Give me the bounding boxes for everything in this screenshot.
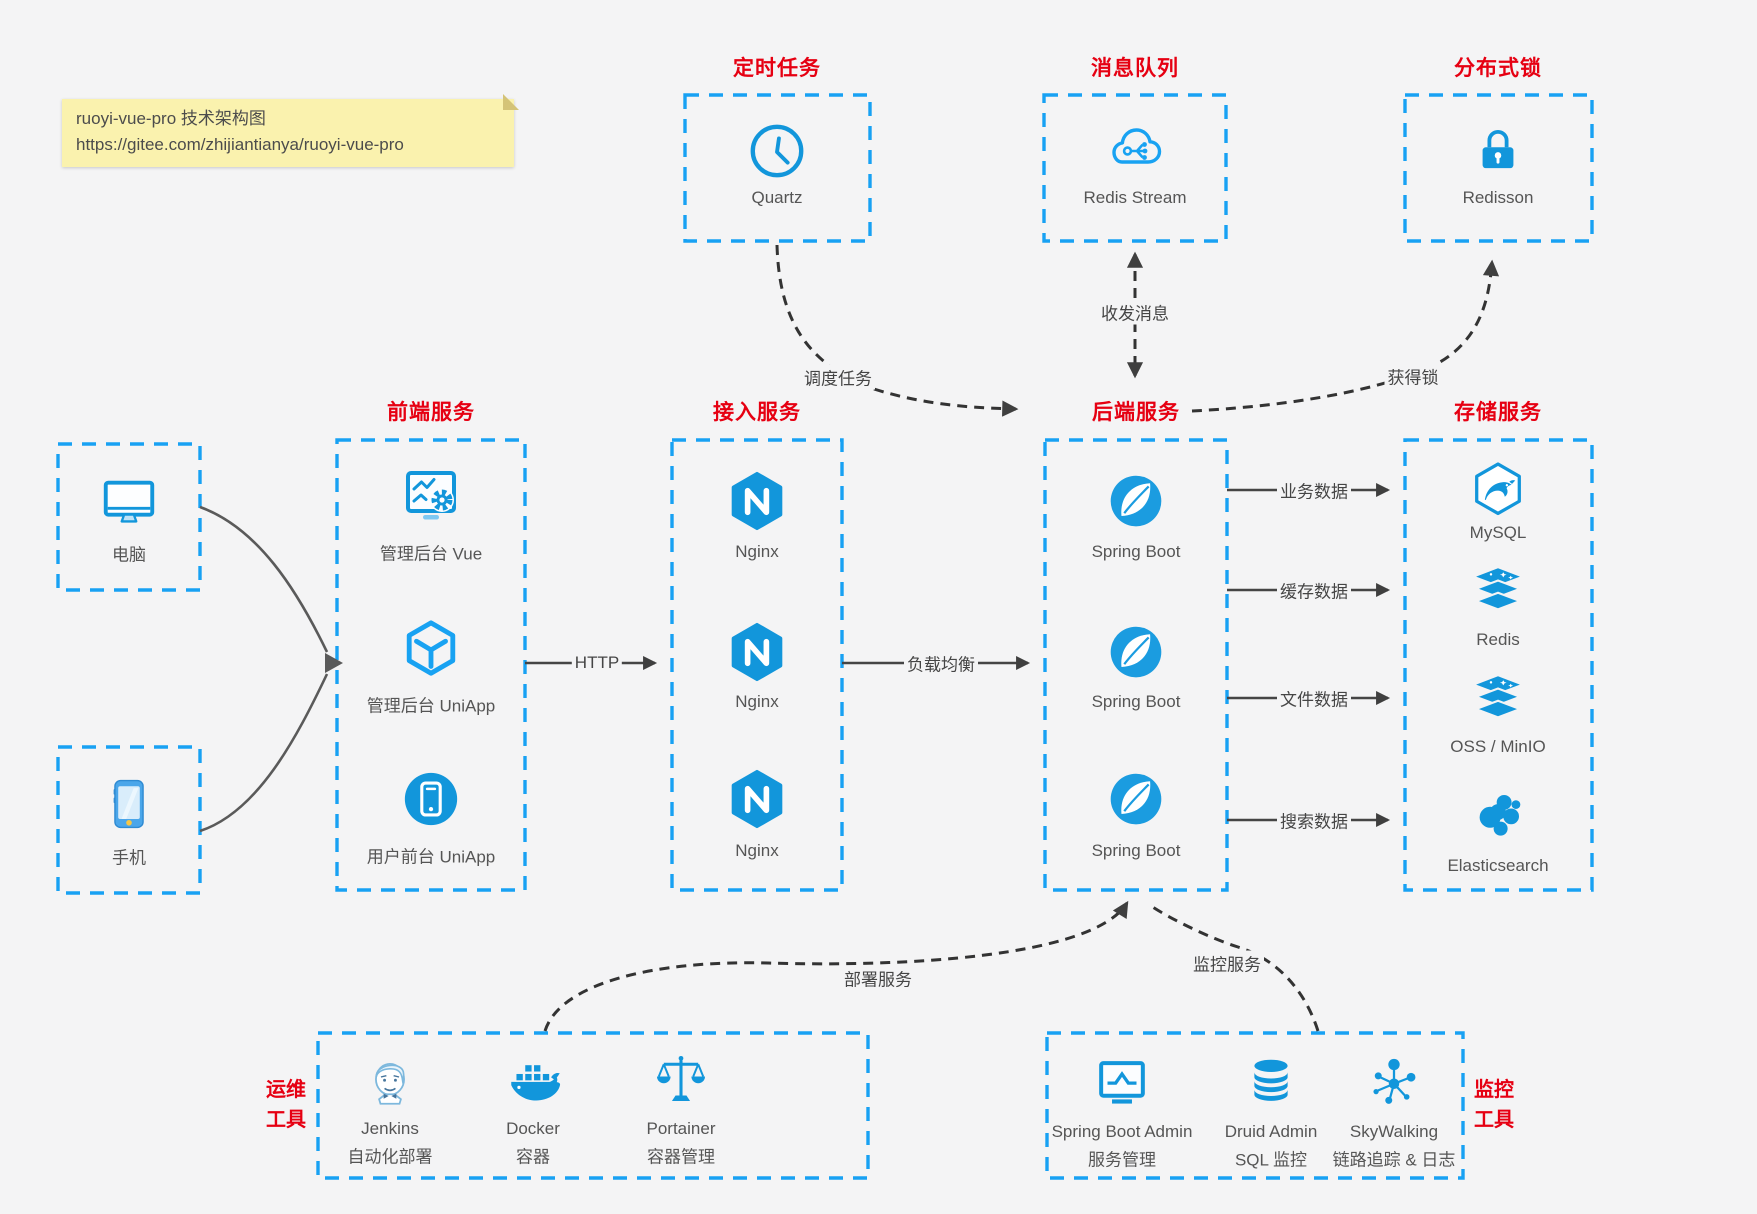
node-redis-label: Redis bbox=[1476, 630, 1520, 649]
edge-messages-label: 收发消息 bbox=[1098, 299, 1172, 325]
skywalking-icon bbox=[1366, 1054, 1422, 1110]
scheduled-task-box bbox=[683, 93, 872, 243]
storage-services-title: 存储服务 bbox=[1454, 401, 1542, 424]
node-druid-sublabel: SQL 监控 bbox=[1234, 1150, 1308, 1170]
monitor-tools-box bbox=[1045, 1031, 1465, 1180]
client-desktop-label: 电脑 bbox=[112, 545, 146, 565]
node-jenkins-sublabel: 自动化部署 bbox=[347, 1147, 433, 1167]
node-skywalking-label: SkyWalking bbox=[1349, 1122, 1439, 1141]
node-docker-label: Docker bbox=[506, 1119, 560, 1138]
node-mysql-label: MySQL bbox=[1469, 523, 1527, 542]
client-mobile-label: 手机 bbox=[112, 848, 146, 868]
deploy-service-arrow bbox=[543, 900, 1129, 1032]
node-spring-boot-1-label: Spring Boot bbox=[1091, 542, 1181, 561]
node-docker-sublabel: 容器 bbox=[516, 1147, 550, 1167]
frontend-services-box bbox=[335, 438, 527, 892]
admin-vue-icon bbox=[399, 466, 463, 530]
node-skywalking-sublabel: 链路追踪 & 日志 bbox=[1332, 1150, 1456, 1170]
mobile-icon bbox=[99, 774, 159, 834]
note-title: ruoyi-vue-pro 技术架构图 bbox=[76, 109, 266, 128]
clock-icon bbox=[746, 120, 808, 182]
edge-lock-label: 获得锁 bbox=[1384, 363, 1442, 389]
node-springboot-admin-sublabel: 服务管理 bbox=[1088, 1150, 1156, 1170]
docker-icon bbox=[504, 1052, 562, 1110]
desktop-icon bbox=[98, 472, 160, 534]
node-jenkins-label: Jenkins bbox=[361, 1119, 419, 1138]
schedule-task-arrow bbox=[775, 244, 1019, 417]
node-nginx-2-label: Nginx bbox=[735, 692, 779, 711]
edge-deploy-label: 部署服务 bbox=[841, 965, 915, 991]
nginx-icon bbox=[727, 622, 787, 682]
node-admin-vue-label: 管理后台 Vue bbox=[379, 544, 483, 564]
spring-boot-icon bbox=[1106, 471, 1166, 531]
monitor-service-arrow bbox=[1147, 902, 1320, 1032]
nginx-icon bbox=[727, 471, 787, 531]
monitor-tools-title: 监控 工具 bbox=[1474, 1079, 1514, 1131]
spring-boot-icon bbox=[1106, 769, 1166, 829]
node-nginx-3-label: Nginx bbox=[735, 841, 779, 860]
node-elasticsearch-label: Elasticsearch bbox=[1447, 856, 1549, 875]
jenkins-icon bbox=[361, 1053, 419, 1111]
ops-tools-title: 运维 工具 bbox=[266, 1079, 306, 1131]
nginx-icon bbox=[727, 769, 787, 829]
acquire-lock-arrow bbox=[1191, 259, 1500, 413]
node-portainer-label: Portainer bbox=[646, 1119, 716, 1138]
edge-http-label: HTTP bbox=[571, 653, 623, 673]
node-redis-stream-label: Redis Stream bbox=[1083, 188, 1187, 207]
backend-services-box bbox=[1043, 438, 1229, 892]
scheduled-task-title: 定时任务 bbox=[733, 57, 821, 80]
node-druid-label: Druid Admin bbox=[1224, 1122, 1318, 1141]
mobile-to-frontend-curve bbox=[199, 673, 329, 833]
node-oss-minio-label: OSS / MinIO bbox=[1450, 737, 1546, 756]
edge-business-data-label: 业务数据 bbox=[1277, 477, 1351, 503]
desktop-to-frontend-curve bbox=[199, 505, 329, 653]
distributed-lock-title: 分布式锁 bbox=[1454, 57, 1542, 80]
edge-monitor-label: 监控服务 bbox=[1190, 950, 1264, 976]
mysql-icon bbox=[1469, 460, 1527, 518]
edge-file-data-label: 文件数据 bbox=[1277, 685, 1351, 711]
edge-load-balance-label: 负载均衡 bbox=[904, 650, 978, 676]
gateway-services-title: 接入服务 bbox=[713, 401, 801, 424]
spring-boot-icon bbox=[1106, 622, 1166, 682]
lock-icon bbox=[1469, 121, 1527, 179]
springboot-admin-icon bbox=[1093, 1055, 1151, 1113]
node-redisson-label: Redisson bbox=[1462, 188, 1534, 207]
ops-tools-box bbox=[316, 1031, 870, 1180]
druid-icon bbox=[1243, 1054, 1299, 1110]
message-queue-box bbox=[1042, 93, 1228, 243]
elasticsearch-icon bbox=[1470, 784, 1526, 840]
node-nginx-1-label: Nginx bbox=[735, 542, 779, 561]
node-springboot-admin-label: Spring Boot Admin bbox=[1051, 1122, 1193, 1141]
storage-services-box bbox=[1403, 438, 1594, 892]
node-portainer-sublabel: 容器管理 bbox=[647, 1147, 715, 1167]
oss-stack-icon bbox=[1470, 671, 1526, 727]
redis-stream-cloud-icon bbox=[1103, 117, 1167, 181]
clients-arrowhead bbox=[325, 653, 343, 673]
node-spring-boot-3-label: Spring Boot bbox=[1091, 841, 1181, 860]
node-quartz-label: Quartz bbox=[751, 188, 803, 207]
portainer-icon bbox=[652, 1052, 710, 1110]
edge-cache-data-label: 缓存数据 bbox=[1277, 577, 1351, 603]
user-app-icon bbox=[400, 768, 462, 830]
edge-schedule-label: 调度任务 bbox=[801, 364, 875, 390]
edge-search-data-label: 搜索数据 bbox=[1277, 807, 1351, 833]
uniapp-cube-icon bbox=[400, 618, 462, 680]
note-repo-url[interactable]: https://gitee.com/zhijiantianya/ruoyi-vu… bbox=[76, 135, 404, 154]
backend-services-title: 后端服务 bbox=[1092, 401, 1180, 424]
message-queue-title: 消息队列 bbox=[1091, 57, 1179, 80]
sticky-note: ruoyi-vue-pro 技术架构图 https://gitee.com/zh… bbox=[62, 94, 519, 167]
node-spring-boot-2-label: Spring Boot bbox=[1091, 692, 1181, 711]
node-user-uniapp-label: 用户前台 UniApp bbox=[366, 847, 496, 867]
frontend-services-title: 前端服务 bbox=[387, 401, 475, 424]
gateway-services-box bbox=[670, 438, 844, 892]
node-admin-uniapp-label: 管理后台 UniApp bbox=[366, 696, 496, 716]
redis-stack-icon bbox=[1470, 563, 1526, 619]
